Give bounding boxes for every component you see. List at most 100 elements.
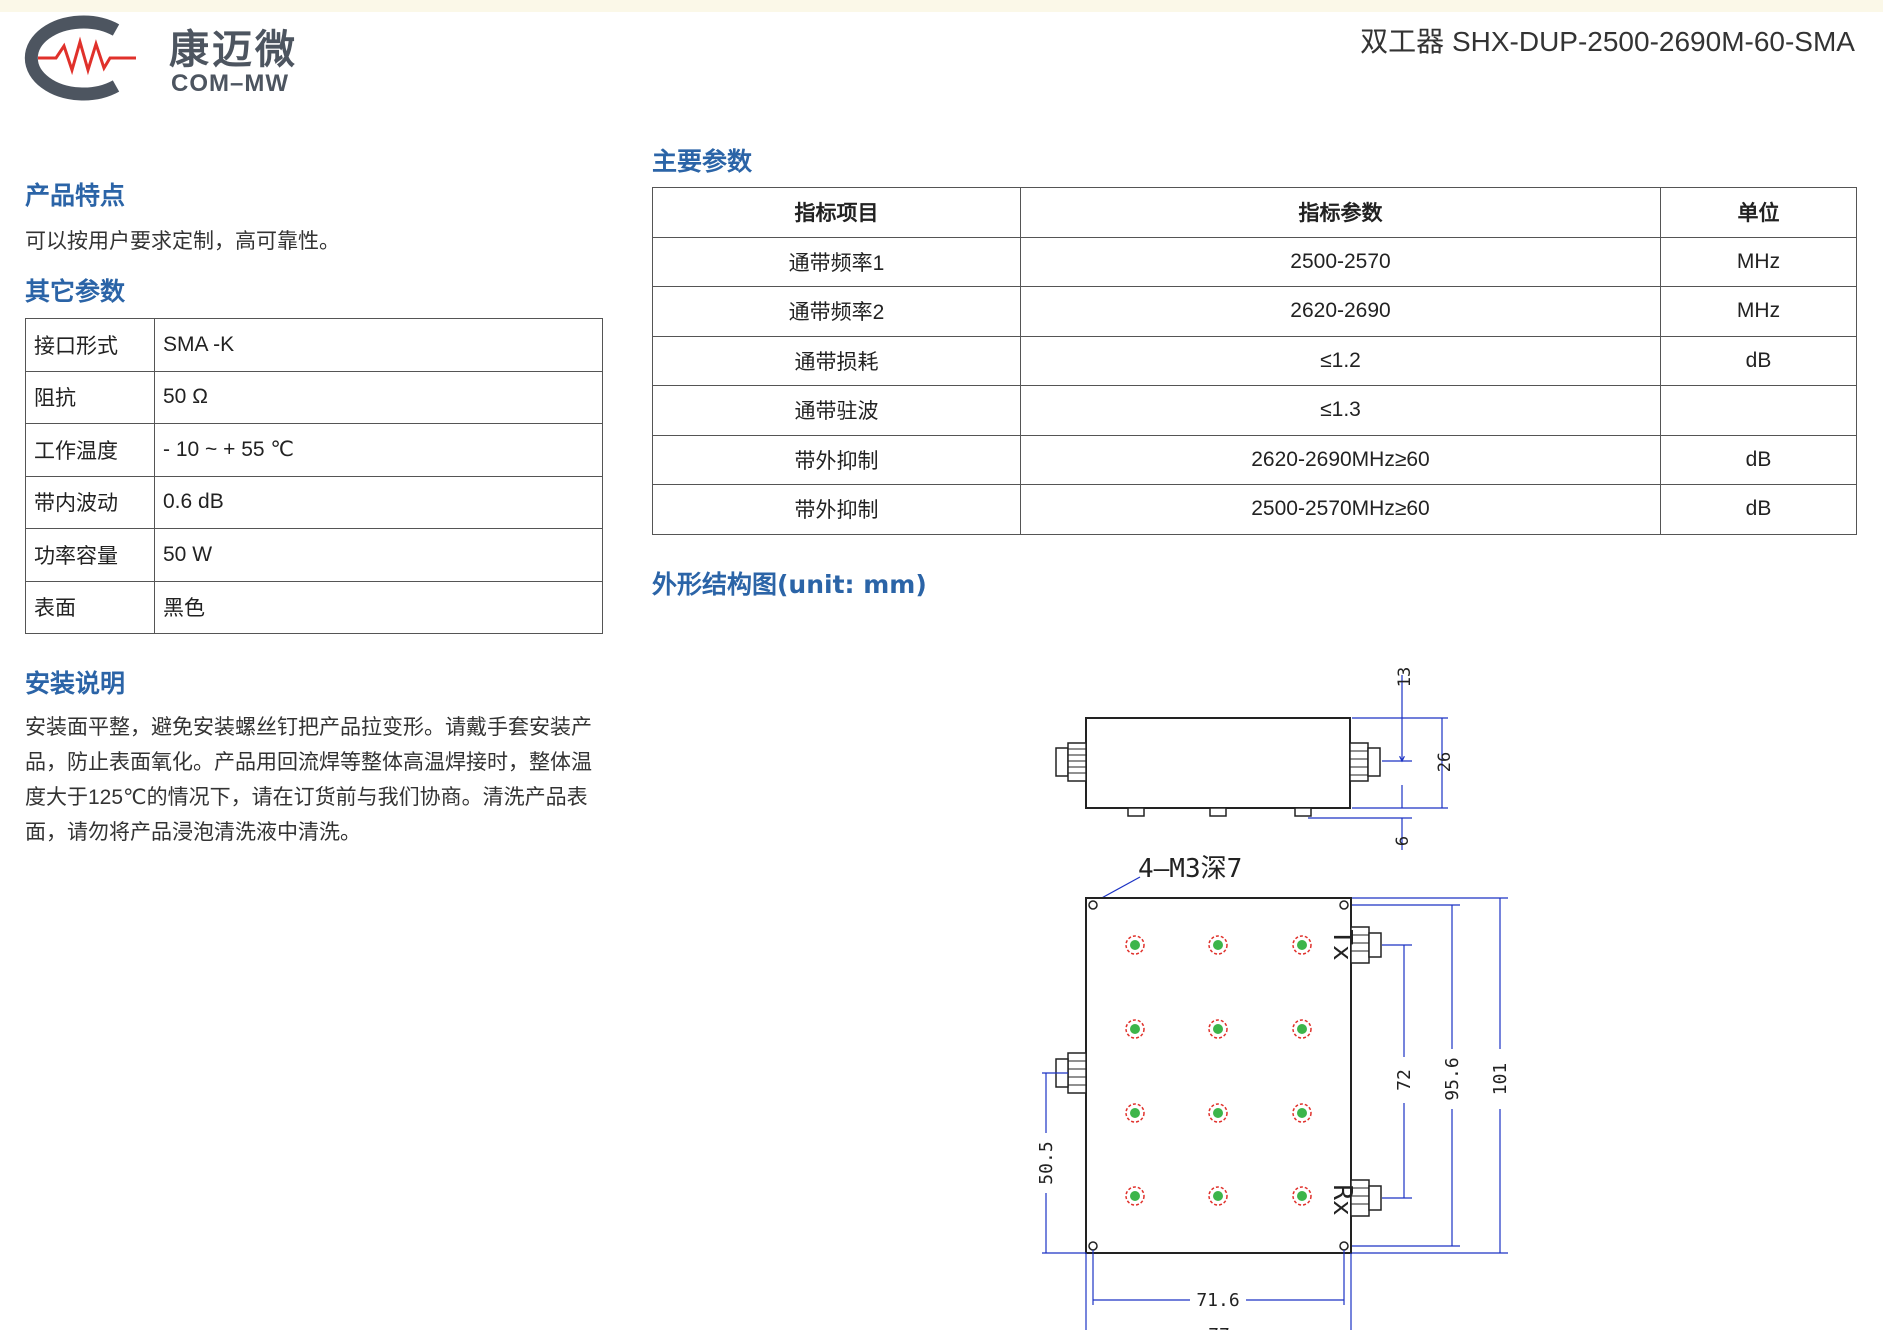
table-row: 功率容量 50 W bbox=[25, 528, 603, 582]
dim-71-6-bg bbox=[1190, 1289, 1246, 1311]
table-row: 带外抑制 2500-2570MHz≥60 dB bbox=[652, 484, 1857, 535]
rx-label: Rx bbox=[1327, 1184, 1357, 1215]
logo-english-name: COM–MW bbox=[171, 70, 289, 97]
other-params-table: 接口形式 SMA -K 阻抗 50 Ω 工作温度 - 10 ~ + 55 ℃ 带… bbox=[25, 318, 603, 634]
mounting-holes-label: 4—M3深7 bbox=[1138, 854, 1242, 884]
param-key: 表面 bbox=[25, 580, 155, 634]
tuning-screw-icon bbox=[1125, 1103, 1145, 1123]
column-header: 指标项目 bbox=[652, 187, 1021, 238]
table-row: 通带频率1 2500-2570 MHz bbox=[652, 236, 1857, 287]
param-value: SMA -K bbox=[154, 318, 603, 372]
table-row: 通带驻波 ≤1.3 bbox=[652, 385, 1857, 436]
param-value: - 10 ~ + 55 ℃ bbox=[154, 423, 603, 477]
table-row: 接口形式 SMA -K bbox=[25, 318, 603, 372]
table-row: 带外抑制 2620-2690MHz≥60 dB bbox=[652, 434, 1857, 485]
outline-drawing: 13 26 6 4—M3深7 bbox=[990, 645, 1550, 1330]
features-heading: 产品特点 bbox=[25, 181, 126, 210]
param-key: 阻抗 bbox=[25, 370, 155, 424]
table-cell: dB bbox=[1660, 434, 1857, 485]
dim-95-6-label: 95.6 bbox=[1442, 1057, 1463, 1100]
table-cell: MHz bbox=[1660, 286, 1857, 337]
tuning-screw-icon bbox=[1208, 1103, 1228, 1123]
column-header: 指标参数 bbox=[1020, 187, 1661, 238]
tuning-screw-icon bbox=[1208, 1019, 1228, 1039]
rx-connector bbox=[1350, 1179, 1382, 1217]
main-params-table: 指标项目 指标参数 单位 通带频率1 2500-2570 MHz 通带频率2 2… bbox=[652, 187, 1857, 535]
install-heading: 安装说明 bbox=[25, 669, 126, 698]
tuning-screw-icon bbox=[1292, 1186, 1312, 1206]
table-cell: 带外抑制 bbox=[652, 484, 1021, 535]
table-row: 通带频率2 2620-2690 MHz bbox=[652, 286, 1857, 337]
tx-label: Tx bbox=[1327, 929, 1357, 960]
table-cell: 通带损耗 bbox=[652, 335, 1021, 386]
table-cell: 2500-2570MHz≥60 bbox=[1020, 484, 1661, 535]
top-view: 4—M3深7 bbox=[1034, 854, 1511, 1330]
table-cell: ≤1.2 bbox=[1020, 335, 1661, 386]
tuning-screw-icon bbox=[1292, 1019, 1312, 1039]
side-view-body bbox=[1085, 717, 1351, 809]
side-bottom-pins bbox=[1127, 807, 1312, 817]
install-text: 安装面平整，避免安装螺丝钉把产品拉变形。请戴手套安装产品，防止表面氧化。产品用回… bbox=[25, 716, 592, 844]
table-cell: 2620-2690MHz≥60 bbox=[1020, 434, 1661, 485]
dim-50-5-bg bbox=[1034, 1133, 1058, 1193]
tx-connector bbox=[1350, 926, 1382, 964]
top-accent-bar bbox=[0, 0, 1883, 12]
param-key: 接口形式 bbox=[25, 318, 155, 372]
tuning-screw-icon bbox=[1208, 1186, 1228, 1206]
dim-101-bg bbox=[1490, 1049, 1510, 1109]
param-key: 带内波动 bbox=[25, 475, 155, 529]
tuning-screw-icon bbox=[1125, 935, 1145, 955]
table-row: 工作温度 - 10 ~ + 55 ℃ bbox=[25, 423, 603, 477]
company-logo[interactable]: 康迈微 COM–MW bbox=[24, 14, 324, 104]
dim-13-label: 13 bbox=[1395, 667, 1415, 687]
table-cell bbox=[1660, 385, 1857, 436]
side-left-connector bbox=[1055, 742, 1087, 782]
column-header: 单位 bbox=[1660, 187, 1857, 238]
holes-leader-line bbox=[1097, 876, 1141, 901]
drawing-heading: 外形结构图(unit: mm) bbox=[652, 570, 927, 599]
table-cell: 带外抑制 bbox=[652, 434, 1021, 485]
tuning-screw-icon bbox=[1125, 1019, 1145, 1039]
table-row: 通带损耗 ≤1.2 dB bbox=[652, 335, 1857, 386]
table-cell: dB bbox=[1660, 484, 1857, 535]
dim-101-label: 101 bbox=[1490, 1063, 1511, 1096]
dim-71-6-label: 71.6 bbox=[1196, 1290, 1239, 1311]
dim-95-6-bg bbox=[1442, 1049, 1462, 1109]
side-view: 13 26 6 bbox=[1055, 667, 1455, 850]
dim-77-bg bbox=[1202, 1324, 1236, 1330]
outline-drawing-svg: 13 26 6 4—M3深7 bbox=[1034, 667, 1511, 1330]
dim-77-label: 77 bbox=[1208, 1325, 1230, 1330]
logo-chinese-name: 康迈微 bbox=[169, 27, 298, 73]
dim-72-label: 72 bbox=[1394, 1069, 1415, 1091]
tuning-screw-icon bbox=[1292, 935, 1312, 955]
param-key: 工作温度 bbox=[25, 423, 155, 477]
side-right-connector bbox=[1349, 742, 1381, 782]
main-params-heading: 主要参数 bbox=[652, 147, 753, 176]
table-row: 阻抗 50 Ω bbox=[25, 370, 603, 424]
param-value: 50 Ω bbox=[154, 370, 603, 424]
dim-50-5-label: 50.5 bbox=[1036, 1141, 1057, 1184]
product-title: 双工器 SHX-DUP-2500-2690M-60-SMA bbox=[1360, 26, 1855, 57]
param-value: 黑色 bbox=[154, 580, 603, 634]
param-value: 0.6 dB bbox=[154, 475, 603, 529]
dim-6-label: 6 bbox=[1393, 836, 1413, 846]
logo-mark-icon bbox=[24, 15, 136, 101]
features-text: 可以按用户要求定制，高可靠性。 bbox=[25, 230, 340, 253]
table-cell: 通带频率2 bbox=[652, 286, 1021, 337]
param-key: 功率容量 bbox=[25, 528, 155, 582]
param-value: 50 W bbox=[154, 528, 603, 582]
table-cell: ≤1.3 bbox=[1020, 385, 1661, 436]
table-row: 带内波动 0.6 dB bbox=[25, 475, 603, 529]
dim-72-bg bbox=[1394, 1057, 1414, 1103]
tuning-screw-icon bbox=[1125, 1186, 1145, 1206]
table-cell: 通带频率1 bbox=[652, 236, 1021, 287]
table-row: 表面 黑色 bbox=[25, 580, 603, 634]
table-cell: dB bbox=[1660, 335, 1857, 386]
tuning-screws-grid bbox=[1125, 935, 1312, 1206]
tuning-screw-icon bbox=[1208, 935, 1228, 955]
table-cell: 2500-2570 bbox=[1020, 236, 1661, 287]
side-dimension-lines bbox=[1308, 675, 1448, 850]
other-params-heading: 其它参数 bbox=[25, 277, 126, 306]
table-cell: 通带驻波 bbox=[652, 385, 1021, 436]
table-header-row: 指标项目 指标参数 单位 bbox=[652, 187, 1857, 238]
